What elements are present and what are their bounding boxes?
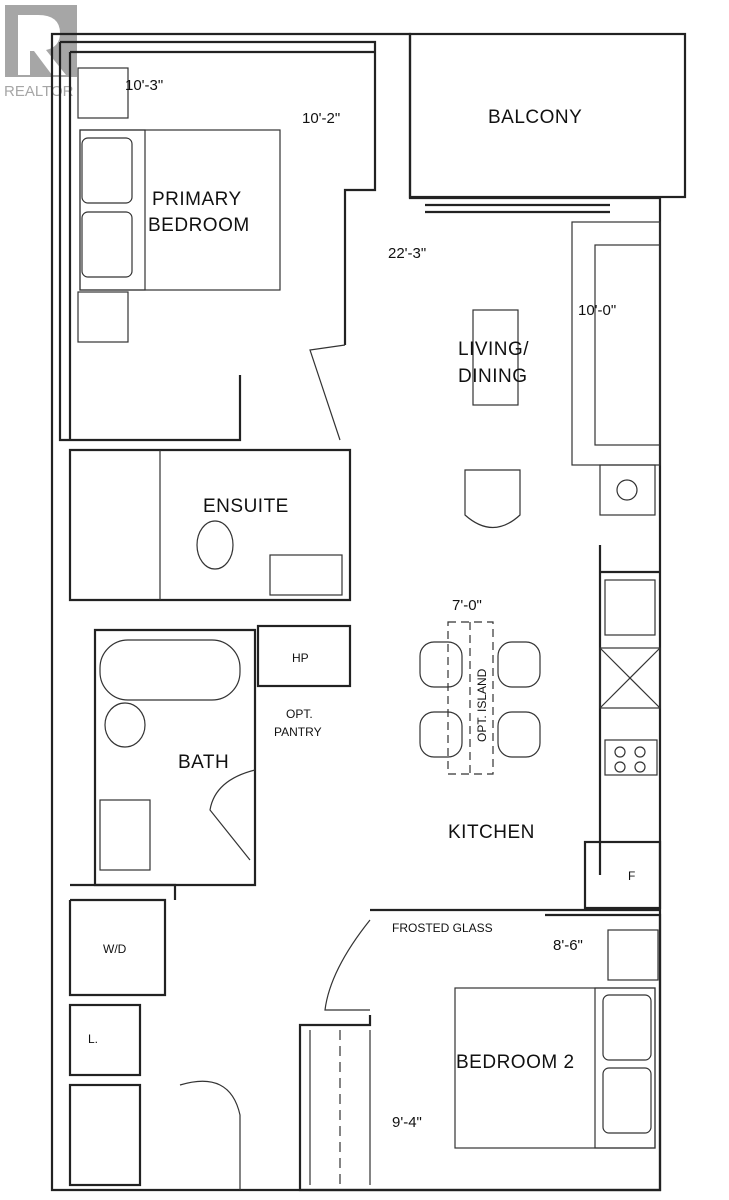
walls — [50, 32, 687, 1192]
linen-label: L. — [88, 1032, 98, 1046]
bedroom2-label: BEDROOM 2 — [456, 1052, 575, 1073]
laundry-label: W/D — [103, 942, 127, 956]
balcony-label: BALCONY — [488, 107, 582, 128]
ensuite-label: ENSUITE — [203, 496, 289, 517]
svg-text:REALTOR: REALTOR — [4, 83, 74, 100]
living-width-dim: 10'-0" — [578, 302, 616, 319]
realtor-logo: REALTOR — [4, 5, 77, 100]
hp-label: HP — [292, 651, 309, 665]
bedroom2-width-dim: 8'-6" — [553, 937, 583, 954]
pantry-label: OPT. — [286, 707, 313, 721]
bedroom2-length-dim: 9'-4" — [392, 1114, 422, 1131]
fridge-label: F — [628, 869, 635, 883]
island-dim: 7'-0" — [452, 597, 482, 614]
primary-bedroom-label: PRIMARY — [152, 189, 242, 210]
frosted-glass-label: FROSTED GLASS — [392, 921, 493, 935]
living-label: LIVING/ — [458, 339, 529, 360]
primary-bedroom-label-2: BEDROOM — [148, 215, 250, 236]
living-length-dim: 22'-3" — [388, 245, 426, 262]
kitchen-label: KITCHEN — [448, 822, 535, 843]
living-label-2: DINING — [458, 366, 528, 387]
primary-width-dim: 10'-3" — [125, 77, 163, 94]
primary-length-dim: 10'-2" — [302, 110, 340, 127]
pantry-label-2: PANTRY — [274, 725, 322, 739]
island-label: OPT. ISLAND — [475, 668, 489, 742]
bath-label: BATH — [178, 752, 229, 773]
